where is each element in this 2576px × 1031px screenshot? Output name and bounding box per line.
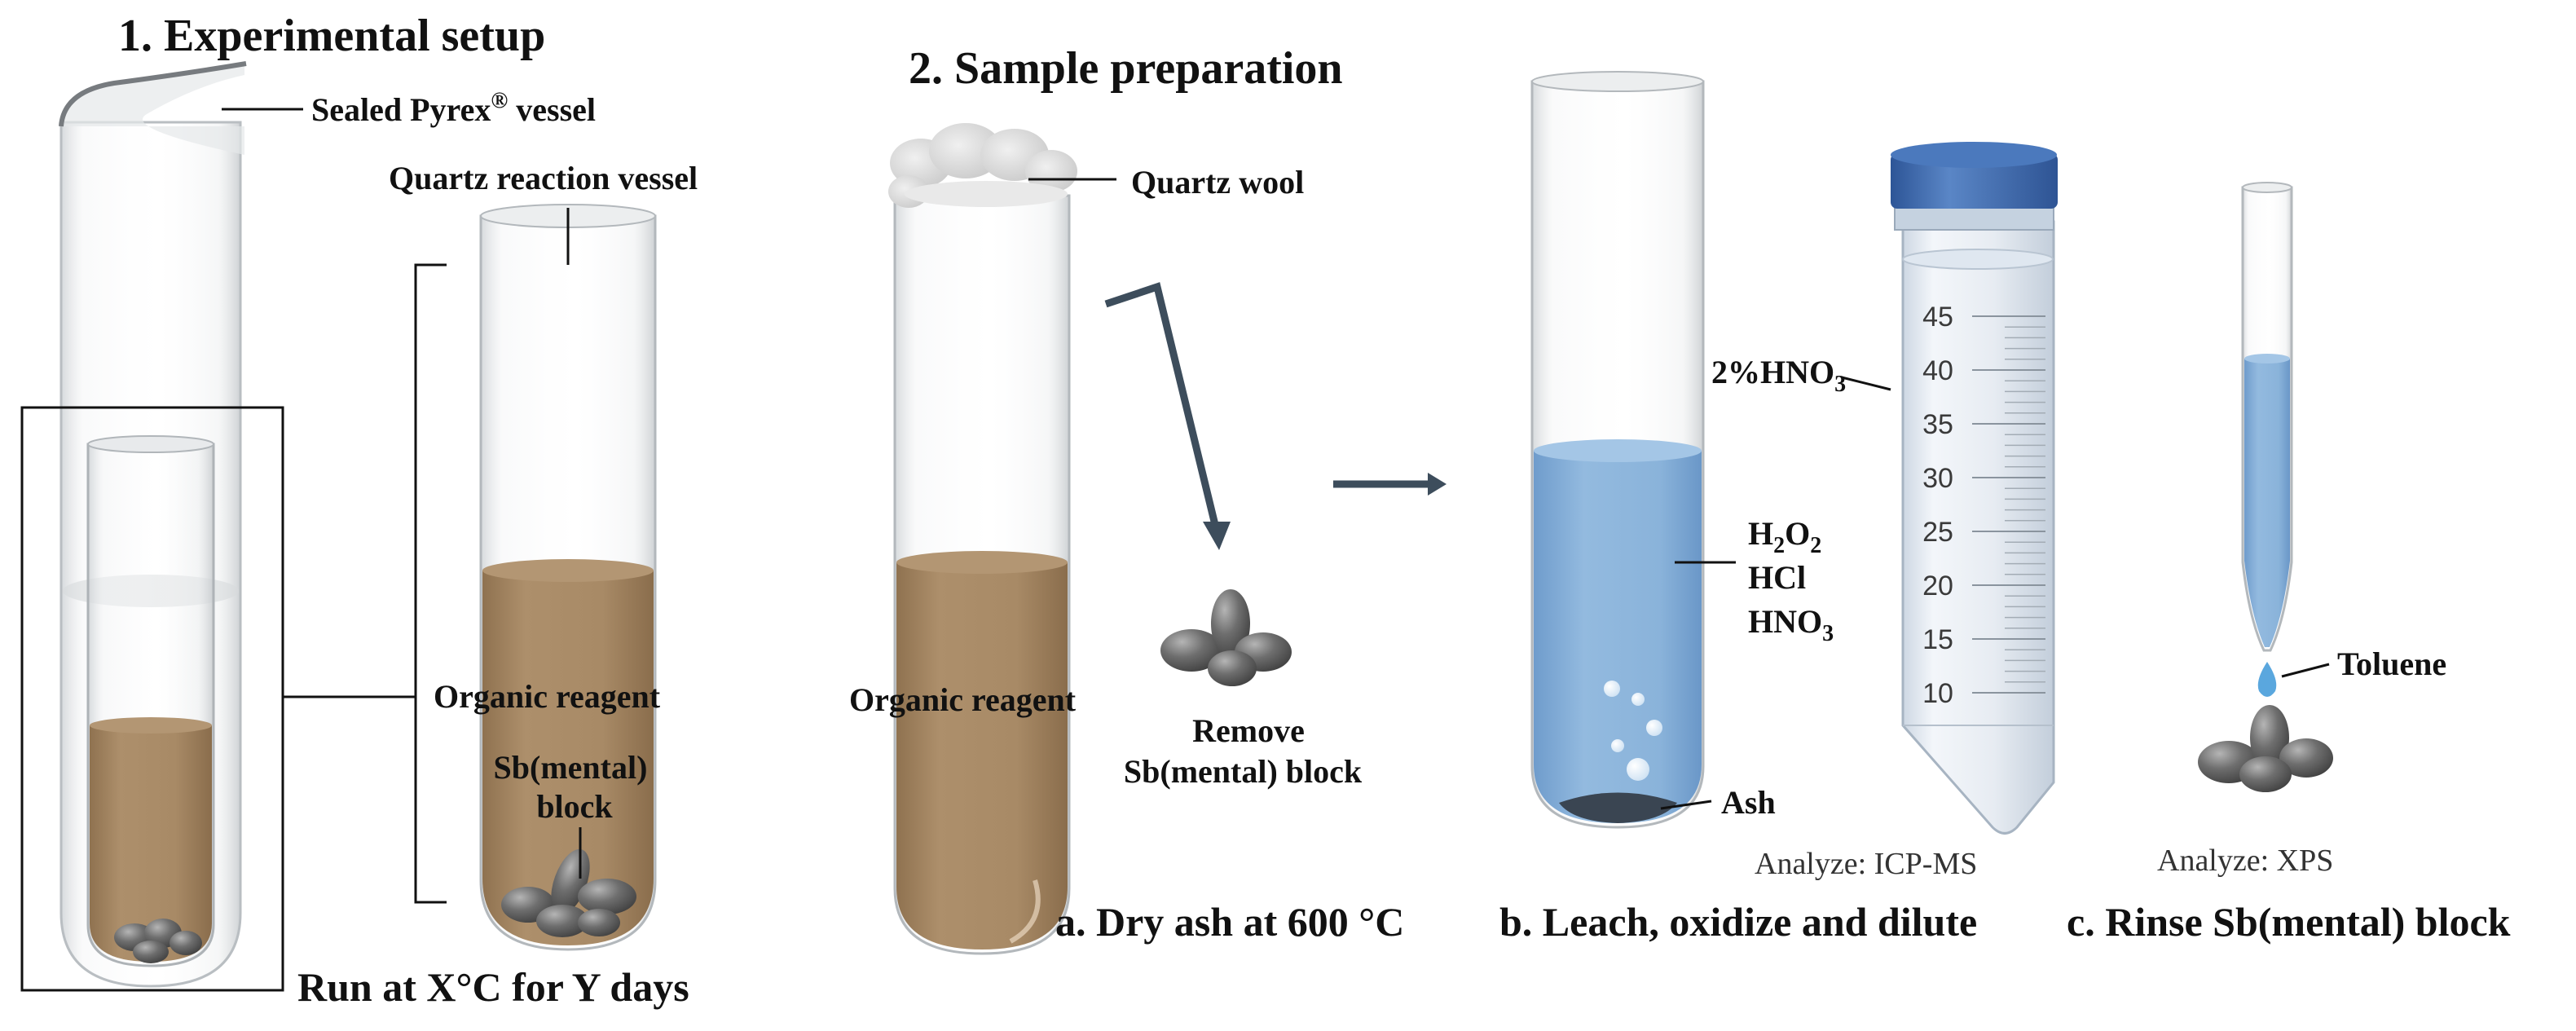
scale-label: 45 [1922,302,1953,333]
wool-label: Quartz wool [1131,164,1304,200]
reagent-hno3: HNO3 [1748,603,1834,646]
step-c-caption: c. Rinse Sb(mental) block [2067,899,2511,945]
pipette [2241,182,2293,697]
scale-label: 20 [1922,571,1953,601]
scale-label: 10 [1922,678,1953,709]
ash-label: Ash [1721,784,1776,821]
rinsed-sb-block [2198,705,2333,792]
ash-leader [1660,800,1712,810]
reagent-h2o2: H2O2 [1748,515,1821,558]
sb-block-small [114,919,202,963]
analyze-icp-label: Analyze: ICP-MS [1755,847,1977,881]
pyrex-label: Sealed Pyrex® vessel [311,88,596,128]
setup-block-label-2: block [536,788,613,825]
quartz-vessel-label: Quartz reaction vessel [389,160,698,196]
bracket [414,263,447,904]
analyze-xps-label: Analyze: XPS [2157,844,2333,878]
quartz-reaction-vessel [479,204,657,951]
dry-ash-tube [893,194,1071,955]
removed-sb-block [1160,589,1292,686]
process-arrow [1333,473,1447,496]
tube-scale: 45 40 35 30 25 20 15 10 [1922,302,2045,709]
prep-title: 2. Sample preparation [909,43,1343,94]
toluene-leader [2281,663,2330,678]
scale-label: 15 [1922,624,1953,655]
hno3-leader [1841,376,1891,391]
hno3-label: 2%HNO3 [1711,354,1846,397]
scale-label: 40 [1922,355,1953,386]
remove-label-1: Remove [1192,712,1305,749]
step-b-caption: b. Leach, oxidize and dilute [1499,899,1977,945]
setup-title: 1. Experimental setup [118,11,545,61]
prep-organic-label: Organic reagent [849,681,1077,718]
quartz-wool [888,123,1077,208]
toluene-label: Toluene [2337,645,2446,682]
quartz-vessel-inner [86,435,215,967]
setup-organic-label: Organic reagent [434,678,661,715]
scale-label: 25 [1922,517,1953,548]
bubbles [1604,681,1662,781]
scale-label: 35 [1922,409,1953,440]
leach-tube [1530,71,1705,829]
zoom-selection-box [20,406,284,992]
remove-label-2: Sb(mental) block [1124,753,1363,790]
run-caption: Run at X°C for Y days [297,964,689,1010]
centrifuge-tube: 45 40 35 30 25 20 15 10 [1891,142,2058,835]
reagent-hcl: HCl [1748,559,1806,596]
step-a-caption: a. Dry ash at 600 °C [1055,899,1404,945]
setup-block-label-1: Sb(mental) [494,749,648,786]
scale-label: 30 [1922,463,1953,494]
remove-arrow [1104,282,1231,550]
